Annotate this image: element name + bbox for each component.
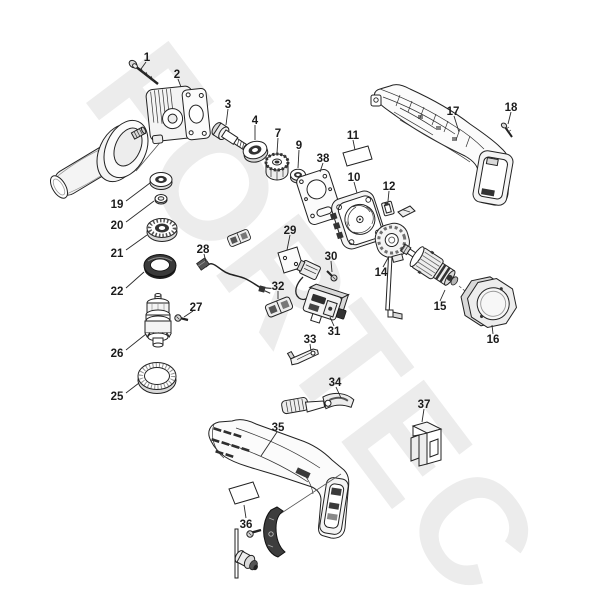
leader-line-33 [309, 343, 312, 352]
assembly-line-handle [135, 138, 164, 172]
leader-line-16 [491, 324, 494, 335]
part-label-2-gear-housing: 2 [174, 69, 180, 81]
part-16-motor-end-cap [460, 276, 518, 329]
part-19-ball-bearing [149, 172, 173, 190]
part-33-lock-lever [286, 348, 319, 366]
part-15-armature [399, 243, 459, 286]
handle-stud [130, 126, 147, 140]
leader-line-22 [125, 271, 145, 289]
part-label-11-name-plate-label: 11 [347, 130, 360, 142]
leader-line-12 [387, 190, 390, 202]
part-1-hex-washer-screw [128, 59, 159, 85]
leader-line-25 [125, 382, 140, 394]
leader-line-15 [439, 289, 446, 302]
part-label-25-textured-ring: 25 [111, 391, 124, 403]
part-20-flat-washer [154, 194, 168, 205]
part-7-helical-gear [264, 152, 290, 181]
leader-line-9 [297, 149, 300, 169]
leader-line-1 [140, 61, 147, 70]
part-label-19-ball-bearing-front: 19 [111, 199, 124, 211]
part-label-21-knurled-bearing: 21 [111, 248, 124, 260]
part-label-12-terminal-clip: 12 [383, 181, 396, 193]
part-label-27-set-screw: 27 [190, 302, 203, 314]
part-27-set-screw [174, 314, 189, 322]
part-label-31-switch: 31 [328, 326, 341, 338]
leader-line-18 [507, 111, 512, 125]
part-34-switch-lever [281, 392, 355, 415]
part-label-38-gasket-plate: 38 [317, 153, 330, 165]
part-label-14-baffle-plate: 14 [375, 267, 388, 279]
assembly-line-clamp [276, 473, 342, 517]
leader-line-29 [286, 234, 291, 251]
part-label-33-lock-lever: 33 [304, 334, 317, 346]
leader-line-30 [330, 260, 333, 273]
leader-line-37 [421, 408, 425, 423]
part-label-36-caution-label: 36 [240, 519, 253, 531]
leader-line-38 [319, 162, 324, 173]
clamp-cover [263, 506, 286, 558]
leader-line-21 [125, 234, 148, 251]
part-11-name-plate-label [342, 145, 373, 167]
part-25-textured-ring [137, 362, 177, 394]
leader-line-28 [203, 253, 207, 263]
part-4-ball-bearing [242, 140, 269, 163]
part-label-26-drill-chuck: 26 [111, 348, 124, 360]
part-35-lower-housing [208, 419, 350, 539]
part-37-terminal-block [410, 421, 443, 467]
leader-line-7 [276, 137, 279, 154]
depth-rod [234, 528, 258, 579]
part-17-upper-housing [370, 84, 514, 206]
leader-line-17 [453, 115, 460, 133]
part-label-7-helical-gear: 7 [275, 128, 281, 140]
part-label-37-terminal-block: 37 [418, 399, 431, 411]
leader-line-2 [177, 78, 182, 88]
part-36-caution-label [228, 481, 260, 505]
leader-line-35 [260, 431, 278, 457]
part-label-9-ball-bearing-small: 9 [296, 140, 302, 152]
part-18-tapping-screw [500, 122, 513, 138]
part-label-32-connector-clip: 32 [272, 281, 285, 293]
part-30-pan-head-screw [326, 270, 338, 282]
leader-line-11 [352, 139, 356, 151]
part-label-35-lower-housing: 35 [272, 422, 285, 434]
leader-line-31 [329, 316, 335, 327]
part-label-30-pan-head-screw: 30 [325, 251, 338, 263]
leader-line-20 [125, 200, 155, 223]
part-label-17-upper-housing: 17 [447, 106, 460, 118]
leader-line-19 [125, 182, 151, 202]
part-22-rubber-ring [143, 254, 177, 279]
part-label-22-rubber-ring: 22 [111, 286, 124, 298]
part-32-connector-clip [227, 229, 294, 318]
leader-line-14 [382, 257, 389, 268]
part-side-handle [49, 119, 149, 199]
part-12-terminal-clip [381, 200, 416, 218]
part-label-1-hex-washer-screw: 1 [144, 52, 151, 64]
part-label-4-ball-bearing: 4 [252, 115, 259, 127]
part-label-20-flat-washer: 20 [111, 220, 124, 232]
part-14-baffle-plate [374, 222, 410, 320]
leader-line-26 [125, 333, 147, 351]
part-label-28-lead-wire: 28 [197, 244, 210, 256]
part-label-34-switch-lever: 34 [329, 377, 342, 389]
part-label-29-controller-plate: 29 [284, 225, 297, 237]
part-21-knurled-bearing [146, 218, 178, 242]
part-10-fan-housing-bracket [329, 190, 385, 250]
leader-line-34 [335, 386, 342, 399]
part-31-switch [295, 259, 350, 324]
part-label-18-tapping-screw: 18 [505, 102, 518, 114]
part-26-drill-chuck [144, 293, 172, 348]
leader-line-27 [183, 310, 194, 318]
leader-line-3 [225, 108, 229, 126]
part-label-10-fan-housing-bracket: 10 [348, 172, 361, 184]
grip-screw [246, 528, 262, 538]
leader-line-36 [243, 504, 247, 519]
part-label-15-armature: 15 [434, 301, 447, 313]
part-label-16-motor-end-cap: 16 [487, 334, 500, 346]
part-2-gear-housing [145, 85, 211, 145]
part-38-gasket-plate [296, 169, 342, 225]
leader-line-10 [353, 181, 358, 194]
part-label-3-spindle-shaft: 3 [225, 99, 231, 111]
